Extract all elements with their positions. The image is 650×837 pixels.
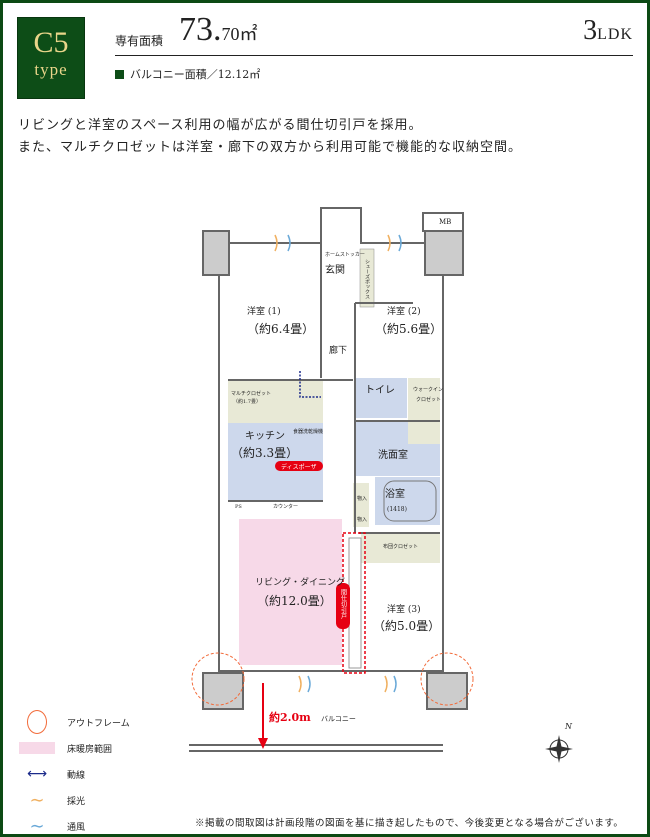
genkan-label: 玄関: [325, 263, 345, 276]
dishwasher-label: 食器洗乾燥機: [293, 428, 323, 435]
legend-label: 床暖房範囲: [67, 744, 113, 755]
room2-label: 洋室 (2): [387, 305, 421, 317]
bath-size: (1418): [387, 506, 407, 513]
walkin-closet: [408, 378, 440, 444]
ventilation-wave-icon: ∼: [29, 815, 45, 837]
compass-icon: [545, 735, 573, 763]
arrow-head-icon: [258, 738, 268, 749]
ps-label: PS: [235, 504, 242, 510]
bath-label: 浴室: [385, 487, 405, 500]
legend-item: ∼ 通風: [17, 813, 130, 837]
layout-num: 3: [583, 15, 598, 46]
outframe-circle-icon: [27, 710, 47, 734]
walkin-label-2: クロゼット: [416, 396, 441, 403]
legend-item: 床暖房範囲: [17, 735, 130, 761]
legend-item: ∼ 採光: [17, 787, 130, 813]
counter-label: カウンター: [273, 503, 298, 510]
hallway-label: 廊下: [329, 344, 347, 356]
room1-label: 洋室 (1): [247, 305, 281, 317]
toilet-floor: [355, 378, 407, 418]
area-dec: 70㎡: [221, 24, 258, 44]
north-label: N: [564, 722, 573, 731]
area-value: 73.70㎡: [179, 11, 258, 49]
legend-item: ⟷ 動線: [17, 761, 130, 787]
plan-type: type: [34, 60, 68, 79]
legend-label: 通風: [67, 822, 86, 833]
description-line: リビングと洋室のスペース利用の幅が広がる間仕切引戸を採用。: [18, 118, 423, 133]
flow-arrow-icon: ⟷: [26, 766, 48, 782]
kitchen-counter: [228, 471, 323, 501]
sliding-door-badge: [336, 583, 350, 629]
flow-line: [299, 371, 321, 398]
room3-size: （約5.0畳）: [373, 618, 440, 633]
light-wind-marks: [274, 234, 402, 693]
multi-closet: [228, 380, 323, 423]
depth-label: 約2.0m: [269, 710, 311, 724]
legend: アウトフレーム 床暖房範囲 ⟷ 動線 ∼ 採光 ∼ 通風: [17, 709, 130, 837]
futon-closet: [361, 533, 440, 563]
multi-closet-label: マルチクロゼット: [231, 390, 271, 397]
shoe-box-label: シューズボックス: [364, 259, 370, 299]
kitchen-label: キッチン: [245, 430, 285, 442]
washroom-label: 洗面室: [378, 448, 408, 461]
toilet-label: トイレ: [365, 385, 395, 396]
futon-closet-label: 布団クロゼット: [383, 543, 418, 550]
legend-label: 動線: [67, 770, 86, 781]
balcony-area-text: バルコニー面積／12.12㎡: [130, 68, 261, 81]
daylight-wave-icon: ∼: [29, 789, 45, 811]
square-icon: [115, 70, 124, 79]
sliding-door-label: 間仕切引戸: [340, 589, 347, 620]
legend-label: 採光: [67, 796, 86, 807]
disclaimer-note: ※掲載の間取図は計画段階の図面を基に描き起したもので、今後変更となる場合がござい…: [195, 818, 624, 829]
plan-code: C5: [33, 26, 69, 59]
disposer-badge: [275, 461, 323, 471]
outframe-marker: [420, 652, 474, 706]
room3-label: 洋室 (3): [387, 603, 421, 615]
layout-suffix: LDK: [597, 26, 633, 43]
disposer-label: ディスポーザ: [281, 463, 316, 471]
home-stocker-label: ホームストッカー: [325, 252, 365, 258]
balcony-label: バルコニー: [321, 715, 356, 723]
description-line: また、マルチクロゼットは洋室・廊下の双方から利用可能で機能的な収納空間。: [18, 140, 523, 155]
divider: [115, 55, 633, 56]
mb-label: MB: [439, 218, 451, 226]
room2-size: （約5.6畳）: [375, 321, 442, 336]
floor-plan: MB ホームストッカー 玄関 シューズボックス 洋室 (1) （約6.4畳） 洋…: [189, 207, 573, 763]
description: リビングと洋室のスペース利用の幅が広がる間仕切引戸を採用。 また、マルチクロゼッ…: [18, 115, 522, 159]
walkin-label: ウォークイン: [413, 386, 443, 393]
area-label: 専有面積: [115, 34, 164, 48]
ld-size: （約12.0畳）: [257, 593, 332, 608]
legend-label: アウトフレーム: [67, 718, 130, 729]
kitchen-size: （約3.3畳）: [231, 445, 298, 460]
walls: [189, 207, 468, 752]
layout-type: 3LDK: [583, 15, 633, 47]
area-int: 73.: [179, 11, 222, 48]
balcony-area: バルコニー面積／12.12㎡: [115, 66, 260, 82]
plan-badge: C5 type: [17, 17, 85, 99]
outframe-marker: [191, 652, 245, 706]
multi-closet-size: （約1.7畳）: [233, 398, 261, 405]
storage-label: 物入: [357, 495, 367, 502]
floor-heating-area: [239, 519, 342, 665]
room1-size: （約6.4畳）: [247, 321, 314, 336]
bath-floor: [375, 477, 440, 525]
storage: [353, 483, 369, 527]
legend-item: アウトフレーム: [17, 709, 130, 735]
floor-heating-swatch-icon: [19, 742, 55, 754]
storage-label: 物入: [357, 516, 367, 523]
shoe-box: [359, 248, 375, 308]
ld-label: リビング・ダイニング: [255, 576, 345, 588]
